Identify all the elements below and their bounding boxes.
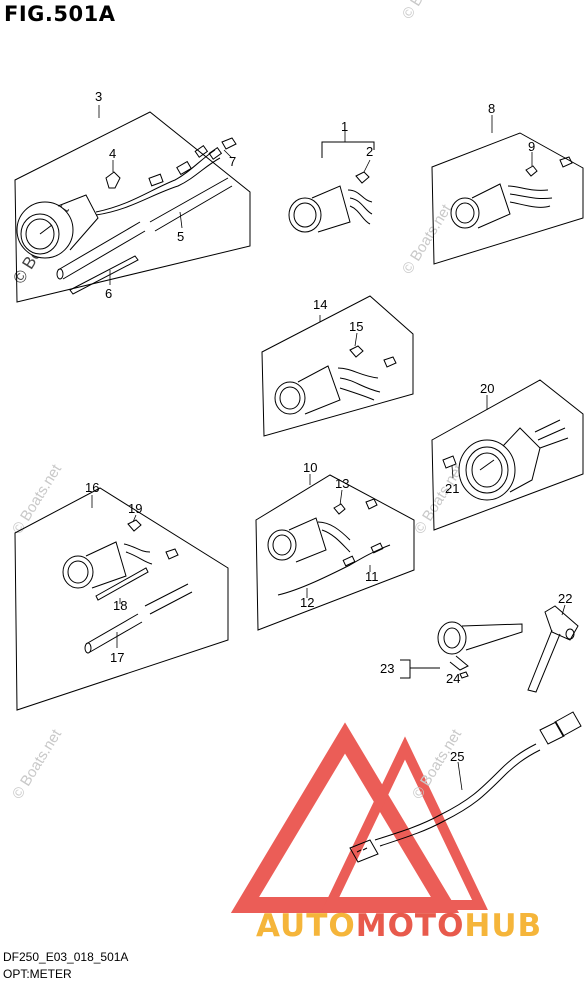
group-box-10 — [255, 474, 415, 631]
brand-part-auto: AUTO — [256, 908, 356, 944]
watermark-text: © Boats.net — [399, 201, 456, 277]
group-box-8 — [431, 132, 584, 265]
callout-24: 24 — [446, 671, 460, 686]
footer-subtitle: OPT:METER — [3, 967, 72, 981]
group-box-20 — [431, 379, 584, 531]
callout-6: 6 — [105, 286, 112, 301]
watermark-text: © Boats.net — [399, 0, 456, 22]
callout-13: 13 — [335, 476, 349, 491]
callout-9: 9 — [528, 139, 535, 154]
callout-20: 20 — [480, 381, 494, 396]
callout-10: 10 — [303, 460, 317, 475]
group-1 — [288, 141, 375, 233]
callout-25: 25 — [450, 749, 464, 764]
footer-code: DF250_E03_018_501A — [3, 950, 129, 964]
watermark-brand: AUTOMOTOHUB — [256, 908, 542, 944]
callout-23: 23 — [380, 661, 394, 676]
callout-8: 8 — [488, 101, 495, 116]
callout-5: 5 — [177, 229, 184, 244]
callout-4: 4 — [109, 146, 116, 161]
brand-part-moto: MOTO — [355, 908, 465, 944]
brand-part-hub: HUB — [464, 908, 543, 944]
watermark-triangle — [230, 722, 488, 913]
group-box-16 — [14, 487, 229, 711]
callout-18: 18 — [113, 598, 127, 613]
callout-12: 12 — [300, 595, 314, 610]
callout-14: 14 — [313, 297, 327, 312]
leader-lines — [91, 105, 566, 791]
group-box-14 — [261, 295, 414, 437]
callout-7: 7 — [229, 154, 236, 169]
callout-2: 2 — [366, 144, 373, 159]
callout-labels: 3 4 7 5 6 1 2 8 9 14 15 20 21 10 13 16 1… — [85, 89, 572, 764]
callout-21: 21 — [445, 481, 459, 496]
part-22-handle — [527, 605, 579, 693]
figure-title: FIG.501A — [4, 2, 116, 26]
callout-15: 15 — [349, 319, 363, 334]
callout-11: 11 — [365, 569, 379, 584]
callout-3: 3 — [95, 89, 102, 104]
watermark-text: © Boats.net — [9, 461, 66, 537]
callout-1: 1 — [341, 119, 348, 134]
callout-22: 22 — [558, 591, 572, 606]
part-23-bracket — [400, 621, 523, 679]
watermark-text: © Boats.net — [9, 726, 66, 802]
callout-16: 16 — [85, 480, 99, 495]
callout-17: 17 — [110, 650, 124, 665]
part-25-harness — [349, 711, 582, 863]
group-box-3 — [14, 111, 251, 303]
callout-19: 19 — [128, 501, 142, 516]
watermark-texts: © Boats.net © Boats.net © Boats.net © Bo… — [9, 0, 468, 802]
